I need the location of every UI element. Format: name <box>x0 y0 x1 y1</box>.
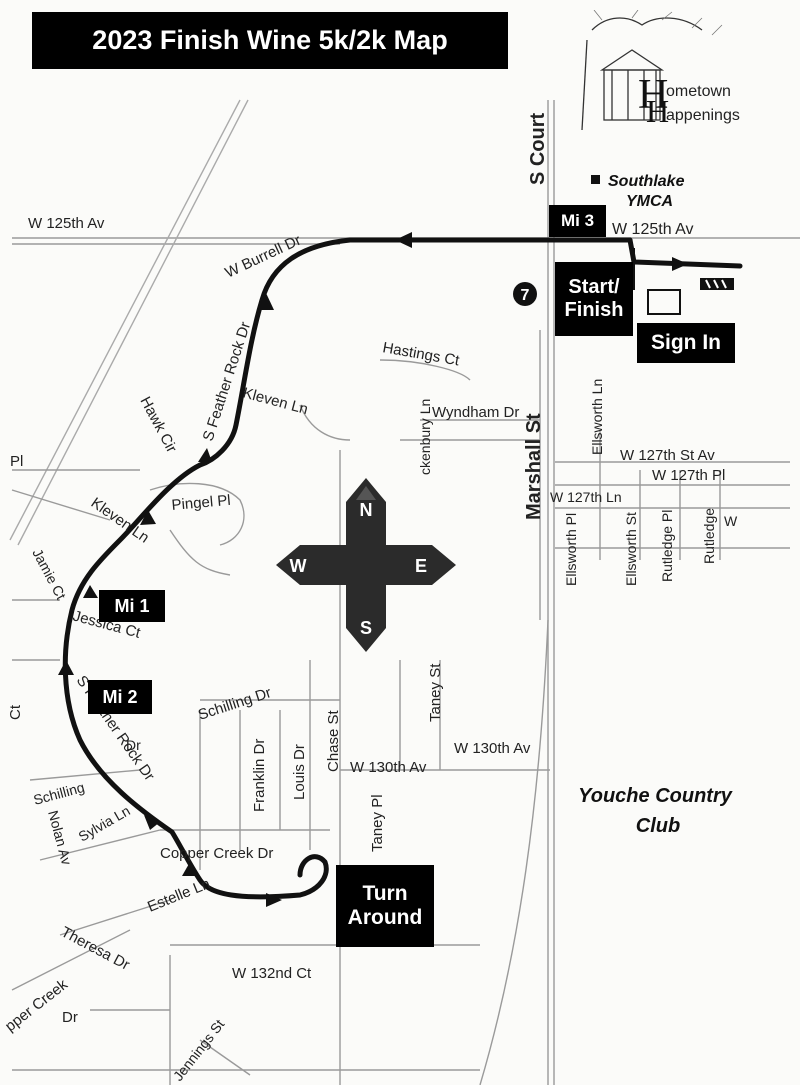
street-label: Ellsworth St <box>623 512 639 586</box>
street-label: Ellsworth Ln <box>589 379 605 455</box>
route-number-icon <box>513 282 537 306</box>
street-label: W 132nd Ct <box>232 965 312 982</box>
route-arrows <box>58 232 688 907</box>
street-label: Schilling Dr <box>196 684 273 724</box>
logo-initial: H <box>646 93 669 129</box>
sign-in-marker: Sign In <box>637 323 735 363</box>
route-arrow <box>266 893 282 907</box>
street-label: Jamie Ct <box>29 546 69 602</box>
compass-w: W <box>290 556 307 576</box>
street-label: Pl <box>10 453 23 470</box>
route-number: 7 <box>521 287 530 304</box>
street-label: Hastings Ct <box>381 339 461 369</box>
street-label: W 127th Ln <box>550 489 622 505</box>
ymca-label: Southlake <box>608 173 685 190</box>
street-label: Pingel Pl <box>171 492 231 514</box>
route-arrow <box>140 510 156 525</box>
mile-3-marker: Mi 3 <box>549 205 606 237</box>
street-label: W 127th St Av <box>620 447 715 464</box>
compass-n: N <box>360 500 373 520</box>
street-label: S Court <box>527 112 549 185</box>
club-label-2: Club <box>636 815 680 837</box>
street-label: Ct <box>7 704 24 720</box>
street-network <box>9 99 800 1085</box>
street-label: Franklin Dr <box>251 739 268 812</box>
street-label: Ellsworth Pl <box>563 513 579 586</box>
route-arrow <box>198 448 212 462</box>
street-label: Copper Creek Dr <box>160 845 273 862</box>
street-label: W 130th Av <box>454 740 531 757</box>
street-label: W 130th Av <box>350 759 427 776</box>
map-title: 2023 Finish Wine 5k/2k Map <box>32 12 508 69</box>
street-label: Schilling <box>32 779 87 808</box>
street-label: Jennings St <box>170 1016 228 1084</box>
street-label: Marshall St <box>523 413 545 520</box>
ymca-label-2: YMCA <box>626 193 673 210</box>
street-label: W 127th Pl <box>652 467 725 484</box>
street-label: Chase St <box>325 709 342 772</box>
street-label: W 125th Av <box>28 215 105 232</box>
hometown-happenings-logo: H ometown H appenings <box>581 10 740 131</box>
route-arrow <box>395 232 412 248</box>
logo-word: appenings <box>666 107 740 124</box>
logo-initial: H <box>638 72 668 118</box>
route-arrow <box>83 585 98 598</box>
turn-around-marker: Turn Around <box>336 865 434 947</box>
street-label: Estelle Ln <box>145 875 212 915</box>
street-label: Taney Pl <box>369 794 386 852</box>
crosswalk-icon <box>700 278 734 290</box>
street-label: Kleven Ln <box>241 384 310 418</box>
building-outline <box>647 289 681 315</box>
street-label: Rutledge Pl <box>659 510 675 582</box>
route-arrow <box>144 815 160 830</box>
street-label: Dr <box>126 737 141 753</box>
ymca-marker-icon <box>591 175 600 184</box>
route-arrow <box>58 660 74 675</box>
street-label: Taney St <box>427 663 444 722</box>
compass-s: S <box>360 618 372 638</box>
route-arrow <box>258 293 274 310</box>
club-label: Youche Country <box>578 785 733 807</box>
street-label: W 125th Av <box>612 221 694 238</box>
route-arrow <box>182 862 198 876</box>
street-label: W <box>724 513 738 529</box>
logo-word: ometown <box>666 83 731 100</box>
street-label: Rutledge <box>701 508 717 564</box>
start-finish-marker: Start/ Finish <box>555 262 633 336</box>
mile-2-marker: Mi 2 <box>88 680 152 714</box>
street-label: ckenbury Ln <box>417 399 433 475</box>
street-label: Hawk Cir <box>136 394 180 456</box>
street-label: pper Creek <box>2 976 71 1035</box>
street-label: Dr <box>62 1009 78 1026</box>
compass-rose-icon <box>276 478 456 652</box>
street-label: Theresa Dr <box>58 924 132 974</box>
street-label: Wyndham Dr <box>432 404 519 421</box>
route-arrow <box>672 257 688 271</box>
street-label: Louis Dr <box>291 744 308 800</box>
compass-e: E <box>415 556 427 576</box>
mile-1-marker: Mi 1 <box>99 590 165 622</box>
